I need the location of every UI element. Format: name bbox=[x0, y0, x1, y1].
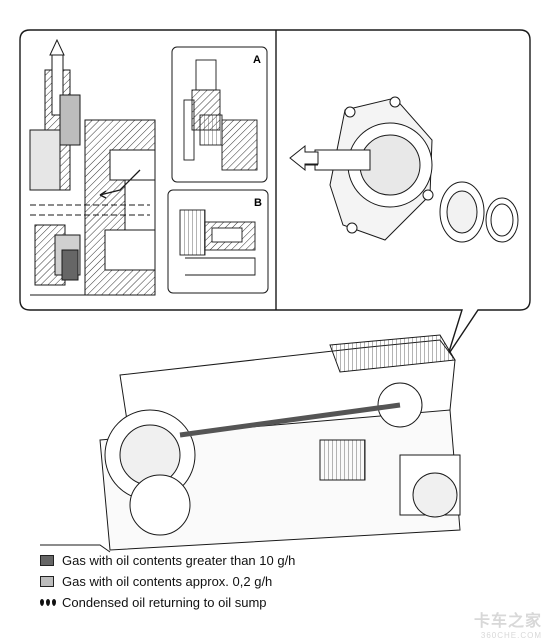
oil-drop-icon bbox=[40, 599, 56, 606]
legend-label: Gas with oil contents greater than 10 g/… bbox=[62, 553, 296, 568]
legend-item-condensed-oil: Condensed oil returning to oil sump bbox=[40, 594, 295, 611]
separator-assembly bbox=[304, 96, 519, 243]
detail-a-drawing bbox=[183, 59, 258, 171]
legend: Gas with oil contents greater than 10 g/… bbox=[40, 552, 295, 615]
watermark-brand: 卡车之家 bbox=[473, 611, 542, 630]
watermark-site: 360CHE.COM bbox=[480, 631, 542, 640]
legend-label: Condensed oil returning to oil sump bbox=[62, 595, 267, 610]
legend-item-gas-high: Gas with oil contents greater than 10 g/… bbox=[40, 552, 295, 569]
watermark: 卡车之家 360CHE.COM bbox=[474, 607, 542, 640]
legend-swatch-dark bbox=[40, 555, 54, 566]
legend-swatch-light bbox=[40, 576, 54, 587]
detail-b-label: B bbox=[254, 197, 262, 209]
flow-arrow-icon bbox=[289, 144, 319, 172]
detail-a-label: A bbox=[253, 54, 261, 66]
detail-b-drawing bbox=[179, 209, 256, 276]
legend-label: Gas with oil contents approx. 0,2 g/h bbox=[62, 574, 273, 589]
engine-drawing bbox=[40, 334, 461, 553]
cross-section-drawing bbox=[29, 38, 156, 296]
legend-item-gas-low: Gas with oil contents approx. 0,2 g/h bbox=[40, 573, 295, 590]
